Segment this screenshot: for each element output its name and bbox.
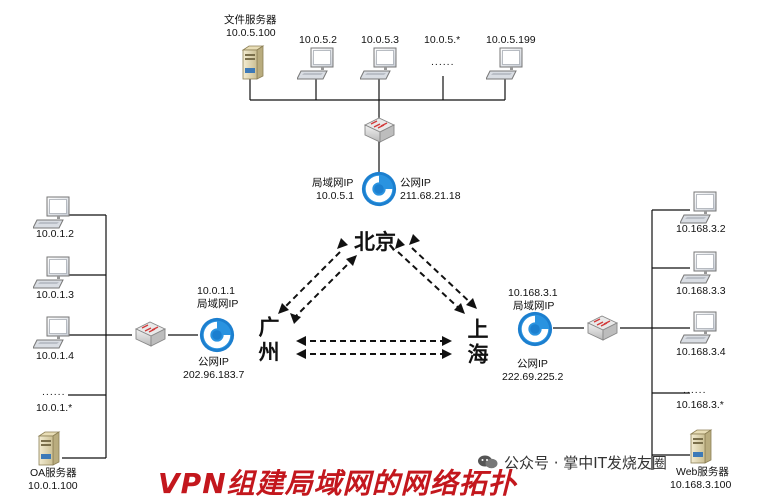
pc-label: 10.168.3.4 (676, 346, 726, 358)
city-guangzhou: 广州 (256, 316, 280, 366)
pc-label: 10.0.1.2 (36, 228, 74, 240)
city-beijing: 北京 (354, 230, 396, 254)
vpn-link-beijing-guangzhou (280, 251, 341, 312)
beijing-switch-icon (364, 117, 395, 143)
file-server-icon (242, 45, 264, 80)
file-server-ip: 10.0.5.100 (226, 27, 276, 39)
pc-label: 10.168.3.3 (676, 285, 726, 297)
oa-server-ip: 10.0.1.100 (28, 480, 78, 492)
beijing-wan-ip: 211.68.21.18 (400, 190, 461, 202)
pc-label: 10.0.5.* (424, 34, 461, 46)
shanghai-wan-label: 公网IP (517, 358, 548, 370)
shanghai-lan-label: 局域网IP (513, 300, 555, 312)
shanghai-switch-icon (587, 315, 618, 341)
pc-icon-10-0-1-3 (33, 256, 70, 289)
beijing-wan-label: 公网IP (400, 177, 431, 189)
watermark-text: 公众号 · 掌中IT发烧友圈 (504, 454, 667, 472)
guangzhou-wan-label: 公网IP (198, 356, 229, 368)
oa-server-icon (38, 431, 60, 466)
pc-icon-10-0-1-4 (33, 316, 70, 349)
vpn-arrowheads (278, 234, 477, 359)
top-lan-wiring (249, 76, 506, 172)
shanghai-router-icon (517, 311, 553, 347)
file-server-name: 文件服务器 (224, 14, 277, 26)
shanghai-wan-ip: 222.69.225.2 (502, 371, 564, 383)
guangzhou-wan-ip: 202.96.183.7 (183, 369, 245, 381)
pc-label: 10.0.5.2 (299, 34, 337, 46)
city-shanghai: 上海 (465, 318, 489, 368)
vpn-tunnels (280, 247, 475, 355)
web-server-name: Web服务器 (676, 466, 729, 478)
pc-icon-10-0-5-3 (360, 47, 397, 80)
beijing-lan-label: 局域网IP (312, 177, 354, 189)
pc-label: 10.0.1.4 (36, 350, 74, 362)
vpn-link-beijing-shanghai-2 (411, 247, 475, 307)
wechat-icon (478, 455, 498, 469)
ellipsis-label: ...... (683, 384, 707, 396)
ellipsis-label: ...... (42, 386, 66, 398)
diagram-title: VPN组建局域网的网络拓扑 (158, 467, 517, 500)
ellipsis-label: ...... (431, 56, 455, 68)
right-lan-wiring (553, 209, 690, 470)
oa-server-name: OA服务器 (30, 467, 77, 479)
vpn-link-beijing-shanghai (397, 251, 463, 312)
pc-label: 10.0.5.199 (486, 34, 536, 46)
guangzhou-lan-label: 局域网IP (197, 298, 239, 310)
pc-label: 10.0.5.3 (361, 34, 399, 46)
web-server-icon (690, 429, 712, 464)
pc-icon-10-0-5-2 (297, 47, 334, 80)
pc-icon-10-168-3-2 (680, 191, 717, 224)
pc-icon-10-0-1-2 (33, 196, 70, 229)
shanghai-lan-ip: 10.168.3.1 (508, 287, 558, 299)
pc-label: 10.0.1.3 (36, 289, 74, 301)
guangzhou-switch-icon (135, 321, 166, 347)
pc-icon-10-0-5-199 (486, 47, 523, 80)
pc-label: 10.0.1.* (36, 402, 73, 414)
pc-label: 10.168.3.2 (676, 223, 726, 235)
beijing-router-icon (361, 171, 397, 207)
beijing-lan-ip: 10.0.5.1 (316, 190, 354, 202)
guangzhou-router-icon (199, 317, 235, 353)
guangzhou-lan-ip: 10.0.1.1 (197, 285, 235, 297)
watermark: 公众号 · 掌中IT发烧友圈 (478, 452, 667, 473)
vpn-link-beijing-guangzhou-2 (290, 257, 355, 322)
left-lan-wiring (62, 214, 198, 459)
pc-label: 10.168.3.* (676, 399, 724, 411)
web-server-ip: 10.168.3.100 (670, 479, 732, 491)
